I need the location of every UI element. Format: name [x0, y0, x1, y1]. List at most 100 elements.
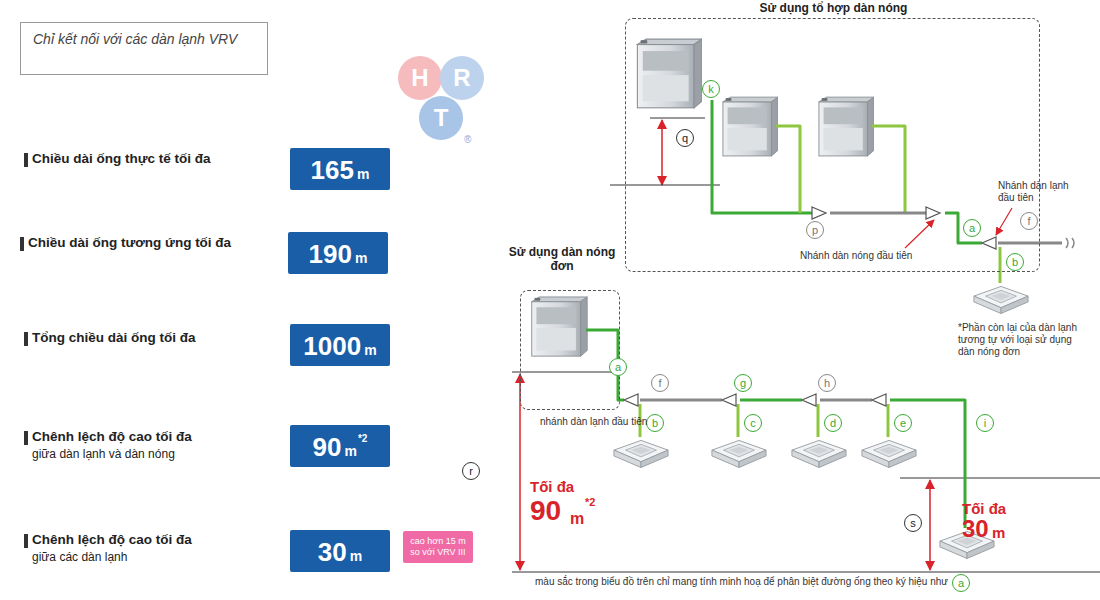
limit-value: 30: [962, 516, 989, 542]
value-box: 30m: [290, 530, 390, 572]
callout-letter: a: [952, 574, 970, 592]
drawing-path: [872, 126, 905, 213]
limit-value: 90: [530, 496, 561, 526]
box-text: cao hơn 15 m so với VRV III: [407, 536, 469, 558]
drawing-use: [712, 440, 766, 467]
note-box: Chỉ kết nối với các dàn lạnh VRV: [20, 22, 268, 75]
value-unit: m: [345, 443, 357, 459]
leader-lines: [905, 208, 1012, 248]
drawing-use: [532, 297, 587, 356]
callout-letter: c: [744, 414, 762, 432]
drawing-line: [900, 478, 1100, 479]
callout-letter: h: [818, 374, 836, 392]
height-dimension-q: [661, 120, 663, 185]
spec-label: Tổng chiều dài ống tối đa: [32, 330, 196, 345]
value-unit: m: [350, 548, 362, 564]
drawing-path: [740, 399, 802, 402]
spec-sublabel: giữa các dàn lạnh: [32, 550, 127, 564]
callout-letter: q: [676, 129, 694, 147]
value-unit: m: [357, 166, 369, 182]
drawing-path: [712, 100, 812, 213]
drawing-path: [776, 126, 800, 213]
drawing-polygon: [982, 237, 996, 249]
value-number: 190: [309, 238, 352, 270]
callout-letter: i: [976, 414, 994, 432]
group-outline: Sử dụng dàn nóng đơn: [520, 290, 620, 410]
callout-letter: a: [963, 219, 981, 237]
value-unit: *2: [358, 433, 367, 444]
drawing-path: [640, 399, 722, 402]
drawing-line: [661, 120, 663, 185]
bullet-bars: [20, 153, 28, 548]
callout-letter: k: [702, 80, 720, 98]
value-unit: m: [364, 342, 376, 358]
drawing-use: [637, 39, 701, 108]
drawing-path: [887, 404, 890, 437]
drawing-polygon: [872, 394, 886, 406]
drawing-path: [998, 242, 1062, 245]
callout-letter: g: [734, 374, 752, 392]
callout-letter: r: [462, 462, 480, 480]
height-dimensions: [520, 374, 930, 570]
callout-letter: f: [1020, 212, 1038, 230]
watermark-mark: ®: [464, 134, 471, 145]
drawing-path: [737, 404, 740, 437]
group-heading: Sử dụng tổ hợp dàn nóng: [626, 1, 1041, 15]
value-number: 90: [313, 431, 342, 463]
box-text: Chỉ kết nối với các dàn lạnh VRV: [33, 31, 255, 48]
drawing-path: [830, 212, 926, 215]
note-label: *Phần còn lại của dàn lạnh tương tự với …: [958, 322, 1090, 358]
drawing-line: [996, 208, 1012, 235]
value-box: 1000m: [290, 324, 390, 366]
branch-joints: [812, 207, 996, 249]
spec-label: Chiều dài ống tương ứng tối đa: [28, 235, 231, 250]
callout-letter: p: [806, 221, 824, 239]
limit-footnote: *2: [585, 496, 595, 509]
branch-joints: [624, 394, 886, 406]
note-label: Nhánh dàn lạnh đầu tiên: [998, 180, 1070, 204]
drawing-line: [512, 572, 1100, 573]
dimension-ticks: [610, 118, 720, 185]
drawing-line: [512, 372, 612, 373]
top-piping: [712, 100, 1074, 283]
drawing-path: [890, 400, 965, 528]
drawing-use: [614, 440, 668, 467]
callout-letter: e: [894, 414, 912, 432]
watermark-letter: R: [440, 56, 484, 100]
comparison-badge: cao hơn 15 m so với VRV III: [403, 531, 473, 563]
spec-label: Chênh lệch độ cao tối đa: [32, 429, 192, 444]
footnote: màu sắc trong biểu đồ trên chỉ mang tính…: [535, 576, 948, 588]
value-number: 1000: [303, 330, 361, 362]
drawing-polygon: [812, 207, 826, 219]
drawing-line: [929, 480, 931, 570]
spec-sublabel: giữa dàn lạnh và dàn nóng: [32, 447, 175, 461]
drawing-path: [820, 399, 872, 402]
drawing-path: [999, 247, 1002, 283]
drawing-path: [1066, 238, 1074, 248]
limit-label: Tối đa: [962, 500, 1006, 517]
drawing-polygon: [926, 207, 940, 219]
drawing-use: [723, 97, 778, 156]
drawing-line: [650, 118, 705, 119]
value-box: 90m*2: [290, 425, 390, 467]
drawing-use: [974, 286, 1028, 313]
value-box: 190m: [288, 232, 388, 274]
drawing-circle: [419, 96, 463, 140]
value-number: 30: [318, 536, 347, 568]
drawing-rect: [24, 332, 28, 346]
drawing-use: [819, 97, 874, 156]
limit-unit: m: [570, 510, 584, 528]
note-label: Nhánh dàn nóng đầu tiên: [800, 250, 940, 262]
spec-label: Chiều dài ống thực tế tối đa: [32, 151, 211, 166]
limit-label: Tối đa: [530, 478, 574, 495]
callout-letter: a: [609, 358, 627, 376]
drawing-circle: [440, 56, 484, 100]
callout-letter: b: [1006, 253, 1024, 271]
drawing-rect: [24, 534, 28, 548]
drawing-polygon: [802, 394, 816, 406]
spec-label: Chênh lệch độ cao tối đa: [32, 532, 192, 547]
callout-letter: b: [646, 414, 664, 432]
drawing-polygon: [722, 394, 736, 406]
watermark-letter: T: [419, 96, 463, 140]
drawing-use: [792, 440, 846, 467]
